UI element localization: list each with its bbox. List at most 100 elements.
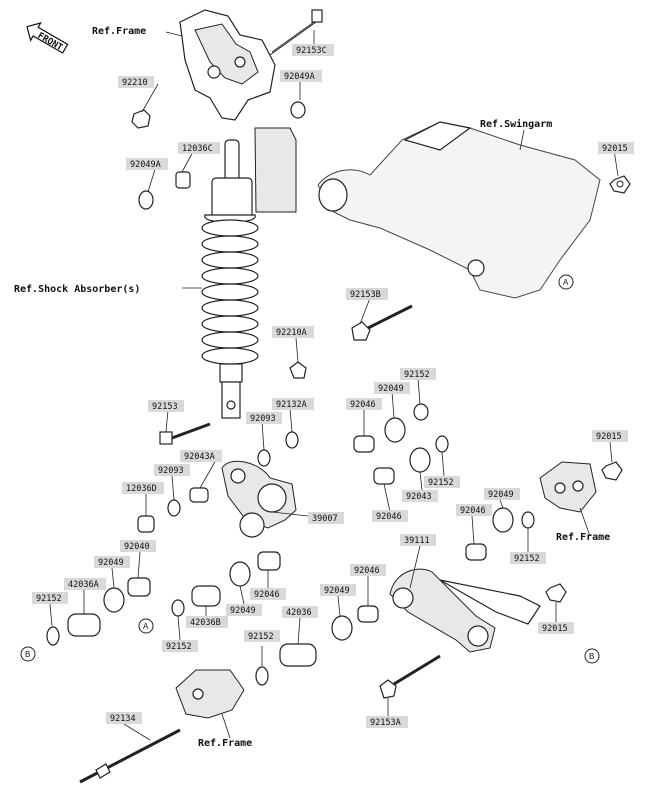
ref-frame-top-label: Ref.Frame <box>92 26 146 37</box>
ref-frame-right-label: Ref.Frame <box>556 532 610 543</box>
callout-b-right: B <box>584 648 600 664</box>
bolt-92153c <box>269 9 323 56</box>
label-12036d: 12036D <box>126 484 157 494</box>
bolt-92153a <box>379 654 441 699</box>
frame-bracket-right <box>539 461 597 513</box>
washer-92015-link <box>545 583 567 603</box>
label-92153: 92153 <box>152 402 178 412</box>
seal-92049-b <box>492 507 514 533</box>
seal-92049-a <box>384 417 406 443</box>
label-92153a: 92153A <box>370 718 401 728</box>
collar-92043a <box>189 487 209 503</box>
label-92049-d: 92049 <box>324 586 350 596</box>
collar-92046-e <box>357 605 379 623</box>
label-92152-b: 92152 <box>428 478 454 488</box>
washer-92152-a <box>413 403 429 421</box>
label-92046-e: 92046 <box>354 566 380 576</box>
label-92093-b: 92093 <box>158 466 184 476</box>
label-12036c: 12036C <box>182 144 213 154</box>
seal-92043 <box>409 447 431 473</box>
washer-92093-b <box>167 499 181 517</box>
label-92040: 92040 <box>124 542 150 552</box>
label-92210a: 92210A <box>276 328 307 338</box>
label-92049-c: 92049 <box>98 558 124 568</box>
nut-92210a <box>289 361 307 379</box>
label-92210: 92210 <box>122 78 148 88</box>
washer-92049a-left <box>138 190 154 210</box>
svg-text:A: A <box>143 622 149 631</box>
label-92153b: 92153B <box>350 290 381 300</box>
label-42036b: 42036B <box>190 618 221 628</box>
washer-92093-a <box>257 449 271 467</box>
washer-92132a <box>285 431 299 449</box>
seal-92049-c <box>103 587 125 613</box>
label-92015-link: 92015 <box>542 624 568 634</box>
label-92049-a: 92049 <box>378 384 404 394</box>
tie-rod-39111 <box>389 568 541 653</box>
frame-bracket-bottom <box>175 669 245 719</box>
swingarm <box>317 121 601 299</box>
callout-a-swingarm: A <box>558 274 574 290</box>
collar-12036c <box>175 171 191 189</box>
label-92152-e: 92152 <box>248 632 274 642</box>
washer-92015-swingarm <box>609 175 631 194</box>
collar-92046-d <box>257 551 281 571</box>
bushing-42036a <box>67 613 101 637</box>
seal-92049-d <box>229 561 251 587</box>
front-badge: FRONT <box>26 22 69 54</box>
label-92153c: 92153C <box>296 46 327 56</box>
seal-92049-e <box>331 615 353 641</box>
ref-swingarm-label: Ref.Swingarm <box>480 118 552 130</box>
shaft-92134 <box>79 728 181 784</box>
label-92043: 92043 <box>406 492 432 502</box>
leader-lines <box>49 30 619 741</box>
ref-frame-bottom-label: Ref.Frame <box>198 738 252 749</box>
bolt-92153b <box>351 304 413 341</box>
shock-absorber <box>201 127 297 419</box>
label-39111: 39111 <box>404 536 430 546</box>
label-42036: 42036 <box>286 608 312 618</box>
label-42036a: 42036A <box>68 580 99 590</box>
label-92134: 92134 <box>110 714 136 724</box>
label-92046-c: 92046 <box>460 506 486 516</box>
washer-92152-d <box>46 626 60 646</box>
frame-bracket-top <box>179 9 276 121</box>
collar-92046-b <box>373 467 395 485</box>
label-92046-b: 92046 <box>376 512 402 522</box>
label-92049-b: 92049 <box>488 490 514 500</box>
bushing-42036b <box>191 585 221 607</box>
label-92049a-top: 92049A <box>284 72 315 82</box>
washer-92152-c <box>521 511 535 529</box>
callout-b-left: B <box>20 646 36 662</box>
label-92046-d: 92046 <box>254 590 280 600</box>
label-39007: 39007 <box>312 514 338 524</box>
collar-92049a-top <box>290 101 306 119</box>
collar-12036d <box>137 515 155 533</box>
part-labels: 92153C 92210 92049A 92015 12036C 92049A … <box>32 44 634 728</box>
collar-92046-c <box>465 543 487 561</box>
label-92152-c: 92152 <box>514 554 540 564</box>
label-92043a: 92043A <box>184 452 215 462</box>
label-92046-a: 92046 <box>350 400 376 410</box>
svg-text:A: A <box>563 278 569 287</box>
rocker-arm-39007 <box>221 460 297 538</box>
label-92152-d: 92152 <box>36 594 62 604</box>
washer-92015-frame <box>601 461 623 481</box>
washer-92152-f <box>255 666 269 686</box>
label-92152-a: 92152 <box>404 370 430 380</box>
label-92132a: 92132A <box>276 400 307 410</box>
callout-a-lower: A <box>138 618 154 634</box>
washer-92152-e <box>171 599 185 617</box>
label-92015-swingarm: 92015 <box>602 144 628 154</box>
label-92049a-left: 92049A <box>130 160 161 170</box>
ref-shock-label: Ref.Shock Absorber(s) <box>14 284 140 295</box>
bushing-42036 <box>279 643 317 667</box>
label-92152-f: 92152 <box>166 642 192 652</box>
shock-spring <box>201 219 259 365</box>
collar-92046-a <box>353 435 375 453</box>
svg-text:B: B <box>25 650 30 659</box>
label-92015-frame: 92015 <box>596 432 622 442</box>
label-92049-e: 92049 <box>230 606 256 616</box>
nut-92210 <box>131 109 151 129</box>
